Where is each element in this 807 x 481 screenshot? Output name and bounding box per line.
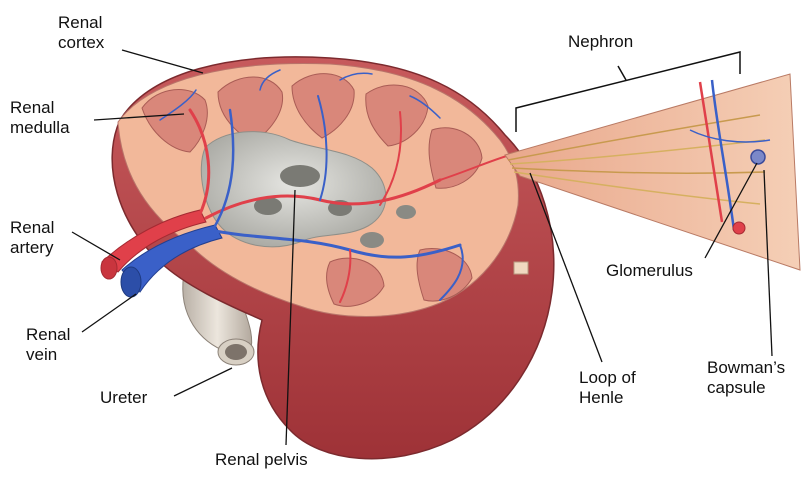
label-loop-of-henle: Loop of Henle <box>579 368 636 408</box>
label-renal-cortex: Renal cortex <box>58 13 104 53</box>
label-renal-medulla: Renal medulla <box>10 98 70 138</box>
leader-renal-cortex <box>122 50 203 73</box>
nephron-bracket-tick <box>618 66 626 80</box>
label-bowmans-capsule: Bowman’s capsule <box>707 358 785 398</box>
leader-renal-vein <box>82 294 136 332</box>
glomerulus-shape <box>751 150 765 164</box>
label-renal-vein: Renal vein <box>26 325 70 365</box>
label-glomerulus: Glomerulus <box>606 261 693 281</box>
leader-renal-artery <box>72 232 120 260</box>
label-nephron: Nephron <box>568 32 633 52</box>
label-renal-artery: Renal artery <box>10 218 54 258</box>
label-ureter: Ureter <box>100 388 147 408</box>
leader-ureter <box>174 368 232 396</box>
label-renal-pelvis: Renal pelvis <box>215 450 308 470</box>
